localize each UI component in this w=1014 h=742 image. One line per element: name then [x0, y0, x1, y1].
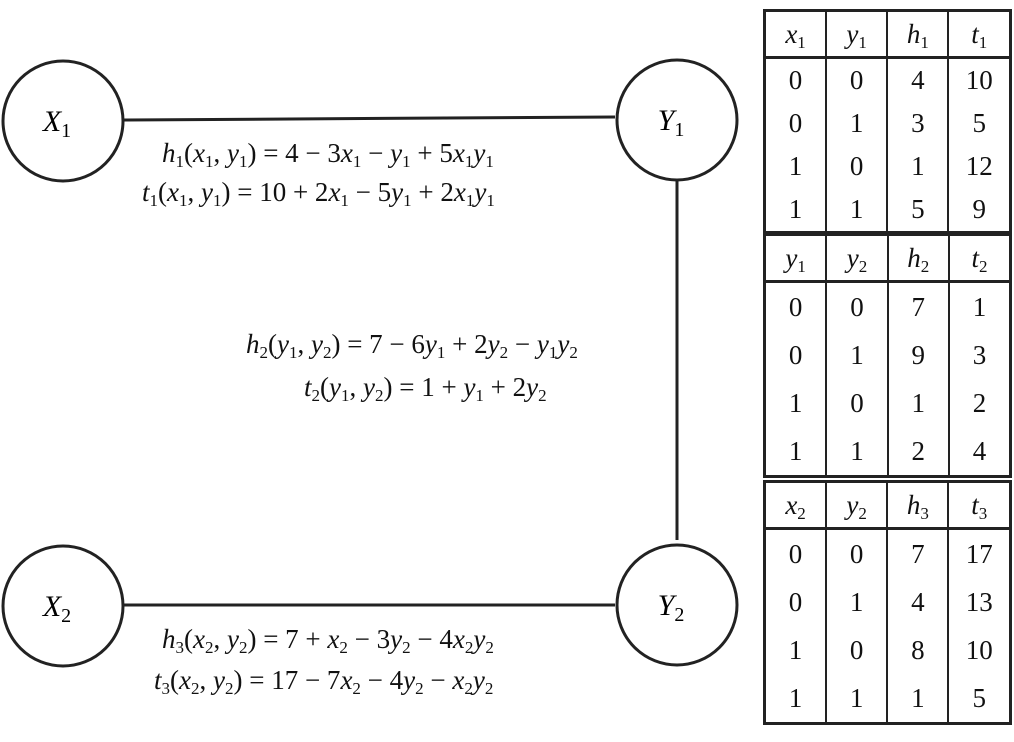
table-cell: 1 — [763, 674, 828, 724]
table-header-cell: h1 — [886, 10, 950, 59]
table-cell: 1 — [763, 188, 828, 233]
table-header-cell: y1 — [763, 234, 828, 283]
table-header-cell: y2 — [825, 481, 889, 530]
table-cell: 10 — [947, 57, 1012, 102]
table-cell: 17 — [947, 528, 1012, 578]
table-header-cell: t3 — [947, 481, 1012, 530]
table-cell: 1 — [886, 379, 950, 427]
formula-t2: t2(y1, y2) = 1 + y1 + 2y2 — [304, 372, 547, 405]
table-cell: 0 — [825, 626, 889, 674]
table-cell: 1 — [763, 626, 828, 674]
table-cell: 4 — [886, 57, 950, 102]
table-cell: 0 — [763, 331, 828, 379]
table-cell: 3 — [947, 331, 1012, 379]
svg-text:Y1: Y1 — [658, 104, 685, 141]
table-cell: 1 — [825, 674, 889, 724]
formula-h1: h1(x1, y1) = 4 − 3x1 − y1 + 5x1y1 — [162, 138, 494, 171]
table-cell: 1 — [825, 188, 889, 233]
table-cell: 9 — [886, 331, 950, 379]
table-cell: 0 — [825, 57, 889, 102]
formula-t3: t3(x2, y2) = 17 − 7x2 − 4y2 − x2y2 — [154, 665, 494, 698]
table-cell: 1 — [825, 102, 889, 145]
table-cell: 1 — [947, 281, 1012, 331]
table-cell: 1 — [763, 379, 828, 427]
table-cell: 3 — [886, 102, 950, 145]
table-cell: 4 — [886, 578, 950, 626]
table-cell: 5 — [947, 674, 1012, 724]
table-cell: 0 — [825, 281, 889, 331]
table-cell: 1 — [763, 427, 828, 477]
table-cell: 8 — [886, 626, 950, 674]
node-y1: Y1 — [615, 58, 739, 182]
table-cell: 0 — [763, 102, 828, 145]
table-cell: 9 — [947, 188, 1012, 233]
table-cell: 5 — [947, 102, 1012, 145]
table-cell: 5 — [886, 188, 950, 233]
formula-h2: h2(y1, y2) = 7 − 6y1 + 2y2 − y1y2 — [246, 329, 578, 362]
svg-text:X2: X2 — [42, 590, 71, 627]
table-cell: 0 — [825, 145, 889, 188]
table-cell: 0 — [825, 528, 889, 578]
table-cell: 7 — [886, 528, 950, 578]
table-cell: 2 — [947, 379, 1012, 427]
formula-t1: t1(x1, y1) = 10 + 2x1 − 5y1 + 2x1y1 — [142, 177, 495, 210]
table-cell: 0 — [763, 281, 828, 331]
formula-h3: h3(x2, y2) = 7 + x2 − 3y2 − 4x2y2 — [162, 624, 494, 657]
node-x1: X1 — [1, 59, 125, 183]
table-header-cell: h2 — [886, 234, 950, 283]
table-header-cell: y2 — [825, 234, 889, 283]
edge-x1-y1 — [122, 115, 616, 122]
node-x2: X2 — [1, 544, 125, 668]
table-cell: 1 — [886, 145, 950, 188]
table-cell: 2 — [886, 427, 950, 477]
table-header-cell: y1 — [825, 10, 889, 59]
table-header-cell: t2 — [947, 234, 1012, 283]
table-cell: 13 — [947, 578, 1012, 626]
node-y2: Y2 — [615, 543, 739, 667]
table-cell: 0 — [763, 57, 828, 102]
table-cell: 4 — [947, 427, 1012, 477]
table-cell: 1 — [825, 578, 889, 626]
svg-text:X1: X1 — [42, 105, 71, 142]
table-cell: 0 — [763, 528, 828, 578]
table-cell: 10 — [947, 626, 1012, 674]
table-header-cell: t1 — [947, 10, 1012, 59]
table-cell: 1 — [825, 331, 889, 379]
table-header-cell: x2 — [763, 481, 828, 530]
table-cell: 7 — [886, 281, 950, 331]
table-header-cell: h3 — [886, 481, 950, 530]
table-header-cell: x1 — [763, 10, 828, 59]
table-cell: 1 — [825, 427, 889, 477]
svg-text:Y2: Y2 — [658, 589, 685, 626]
table-cell: 1 — [886, 674, 950, 724]
table-cell: 0 — [825, 379, 889, 427]
table-cell: 0 — [763, 578, 828, 626]
table-cell: 1 — [763, 145, 828, 188]
table-cell: 12 — [947, 145, 1012, 188]
